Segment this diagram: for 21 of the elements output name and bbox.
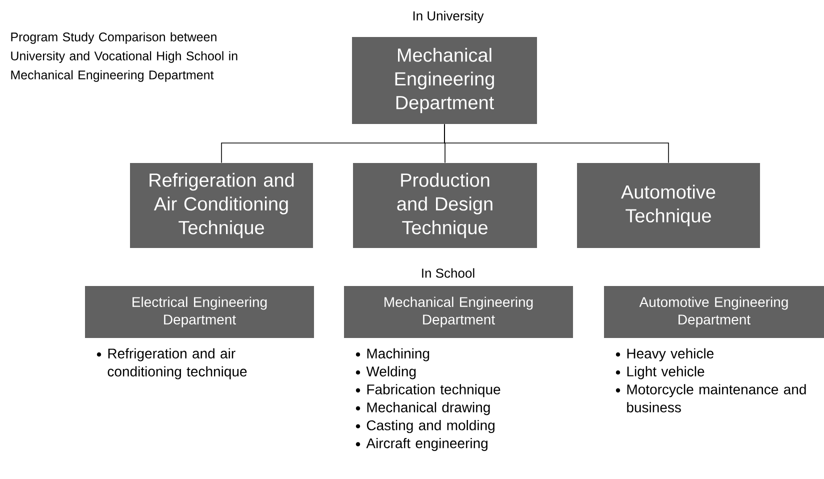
department-box: Electrical Engineering Department <box>85 286 314 338</box>
bullet-item: Refrigeration and air conditioning technique <box>108 348 247 380</box>
program-box: Automotive Technique <box>577 163 760 248</box>
program-box: Production and Design Technique <box>353 163 537 248</box>
title: Program Study Comparison between University and Vocational High School in Mechanical Engineering Department <box>11 32 238 82</box>
bullet-item: Heavy vehicle <box>627 348 714 362</box>
bullet-item: Aircraft engineering <box>366 438 488 451</box>
bullet-item: Welding <box>366 366 416 380</box>
department-box: Mechanical Engineering Department <box>344 286 573 338</box>
bullet-item: Fabrication technique <box>367 384 500 398</box>
program-box: Mechanical Engineering Department <box>352 37 537 124</box>
bullet-item: Mechanical drawing <box>367 402 490 416</box>
bullet-item: Machining <box>367 348 430 362</box>
section-label: In School <box>422 268 474 278</box>
section-label: In University <box>413 10 484 24</box>
bullet-item: Casting and molding <box>366 420 494 434</box>
bullet-item: Light vehicle <box>627 366 704 380</box>
bullet-item: Motorcycle maintenance and business <box>627 384 806 412</box>
department-box: Automotive Engineering Department <box>604 286 824 338</box>
connector <box>444 124 669 164</box>
program-box: Refrigeration and Air Conditioning Technique <box>130 163 313 248</box>
